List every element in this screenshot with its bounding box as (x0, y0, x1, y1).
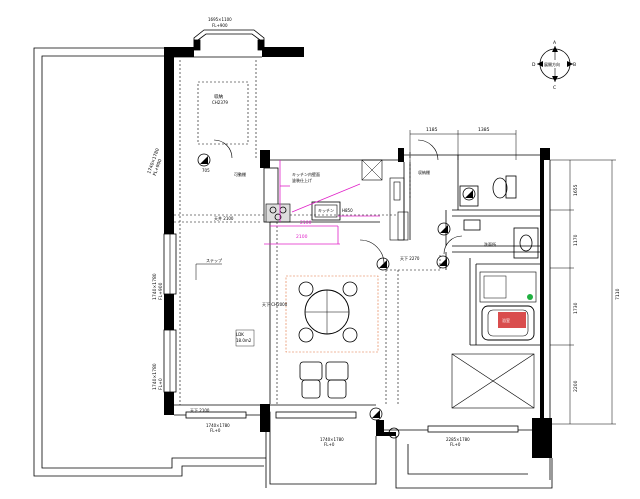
toilet-storage-label: 収納棚 (418, 169, 430, 175)
left-window1-size: 1740×1780 (152, 273, 158, 300)
lounge-chairs (299, 361, 349, 399)
left-window2-fl: FL+0 (158, 378, 164, 390)
kitchen: キッチン H850 キッチン内壁面 塗装仕上げ (263, 159, 383, 223)
ceiling-label-1: 天井 2100 (214, 215, 234, 221)
door-marker-fills (372, 190, 473, 418)
bottom-windows (185, 411, 519, 433)
compass-west: D (532, 62, 536, 68)
dim-1185: 1185 (426, 127, 438, 133)
bay-window-fl: FL+900 (212, 23, 228, 28)
bay-window (193, 29, 265, 51)
chair-icon (298, 327, 314, 343)
compass-center: 展開方向 (544, 61, 560, 67)
bottom-window3-size: 2285×1780 (446, 437, 470, 442)
kitchen-note2: 塗装仕上げ (292, 177, 312, 183)
kitchen-label: キッチン (318, 208, 334, 213)
green-marker (527, 294, 533, 300)
left-windows (163, 233, 177, 393)
movable-shelf-label: 可動棚 (234, 171, 246, 177)
toilet (459, 175, 517, 207)
sink-icon (311, 201, 341, 221)
pink-dimension-lines (264, 160, 380, 245)
left-window1-fl: FL+900 (158, 282, 164, 300)
bottom-window1-fl: FL+0 (210, 428, 221, 433)
bottom-window2-fl: FL+0 (324, 442, 335, 447)
svg-text:705: 705 (202, 168, 210, 173)
compass-north: A (553, 40, 557, 46)
step-label: ステップ (206, 257, 222, 263)
washroom-label: 洗面所 (484, 241, 496, 247)
compass-arrow-icon (552, 46, 558, 52)
void-box (451, 353, 535, 409)
compass-east: B (573, 62, 576, 68)
bathtub (481, 305, 535, 341)
left-window2-size: 1740×1780 (152, 363, 158, 390)
compass-south: C (553, 85, 556, 91)
right-dimension-lines (550, 159, 616, 425)
ldk-label: LDK (236, 332, 244, 337)
chair-icon (342, 327, 358, 343)
door-markers (369, 187, 476, 439)
exterior-walls (164, 47, 552, 458)
bathroom: 浴室 (479, 271, 537, 341)
storage-sub: CH2379 (212, 100, 228, 105)
dim-right-4: 2200 (573, 380, 579, 392)
dim-right-2: 1170 (573, 234, 579, 246)
bottom-window3-fl: FL+0 (450, 442, 461, 447)
washroom (463, 219, 539, 259)
dim-right-3: 1730 (573, 302, 579, 314)
storage-door-symbol (197, 153, 211, 167)
chair-icon (298, 281, 314, 297)
chair-icon (342, 281, 358, 297)
ceiling-label-2: 天下 2270 (400, 256, 420, 261)
dining-area (285, 275, 379, 353)
stove-icon (265, 203, 291, 223)
kitchen-h: H850 (342, 208, 353, 213)
dim-right-1: 1655 (573, 184, 579, 196)
bay-window-size: 1695×1100 (208, 17, 232, 22)
bottom-window1-size: 1740×1780 (206, 423, 230, 428)
door-swings (359, 139, 463, 265)
compass: 展開方向 A B C D (532, 40, 576, 91)
top-dimension-lines (409, 130, 517, 160)
dim-kitchen-width2: 2100 (300, 220, 312, 226)
ceiling-lines (174, 60, 441, 405)
walls-outline (174, 56, 553, 489)
dim-kitchen-width: 2100 (296, 234, 308, 240)
bottom-window2-size: 1740×1780 (320, 437, 344, 442)
dim-1385: 1385 (478, 127, 490, 133)
balcony (33, 47, 266, 477)
dim-right-total: 7110 (615, 288, 621, 300)
svg-text:FL+900: FL+900 (152, 158, 164, 177)
storage-label: 収納 (214, 93, 223, 100)
svg-text:天下 2100: 天下 2100 (190, 408, 210, 413)
kitchen-note1: キッチン内壁面 (292, 171, 320, 177)
entrance-storage (389, 177, 409, 241)
storage-room: 収納 CH2379 705 可動棚 (197, 81, 249, 177)
ceiling-label-3: 天下 CH2000 (262, 302, 288, 307)
ldk-sub: 18.0m2 (236, 338, 252, 343)
bath-label: 浴室 (502, 317, 510, 323)
